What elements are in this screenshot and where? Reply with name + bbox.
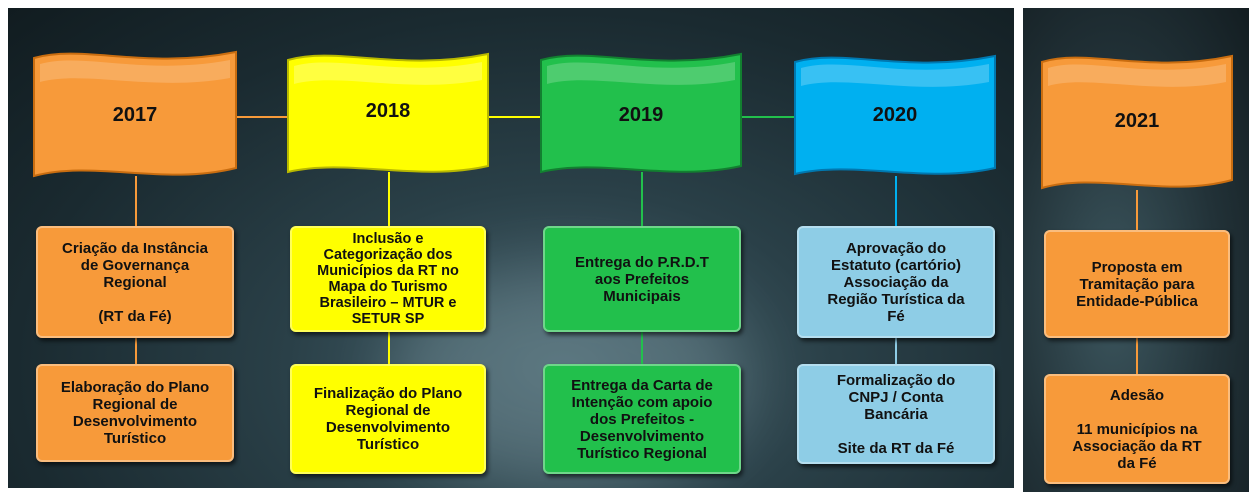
connector-2018-2019: [486, 116, 542, 118]
milestone-box-2019-top: Entrega do P.R.D.T aos Prefeitos Municip…: [543, 226, 741, 332]
milestone-text: Aprovação do Estatuto (cartório) Associa…: [827, 239, 965, 325]
year-label: 2021: [1114, 110, 1160, 132]
milestone-text: Adesão 11 municípios na Associação da RT…: [1072, 386, 1202, 472]
milestone-box-2020-bottom: Formalização do CNPJ / Conta Bancária Si…: [797, 364, 995, 464]
flag-shape: [287, 52, 489, 174]
year-flag-2021: 2021: [1041, 52, 1233, 194]
milestone-text: Inclusão e Categorização dos Municípios …: [317, 231, 459, 327]
milestone-box-2021-top: Proposta em Tramitação para Entidade-Púb…: [1044, 230, 1230, 338]
milestone-text: Formalização do CNPJ / Conta Bancária Si…: [836, 371, 956, 457]
milestone-text: Entrega da Carta de Intenção com apoio d…: [571, 376, 713, 462]
milestone-box-2020-top: Aprovação do Estatuto (cartório) Associa…: [797, 226, 995, 338]
flag-shape: [794, 54, 996, 176]
milestone-text: Elaboração do Plano Regional de Desenvol…: [60, 379, 210, 447]
year-flag-2019: 2019: [540, 50, 742, 178]
connector-2017-boxes: [135, 336, 137, 366]
year-flag-2017: 2017: [33, 48, 237, 182]
milestone-text: Criação da Instância de Governança Regio…: [62, 239, 208, 325]
year-flag-2018: 2018: [287, 50, 489, 178]
connector-2018-boxes: [388, 330, 390, 366]
year-flag-2020: 2020: [794, 52, 996, 180]
milestone-box-2017-bottom: Elaboração do Plano Regional de Desenvol…: [36, 364, 234, 462]
connector-2018-flag-box: [388, 172, 390, 228]
connector-2020-flag-box: [895, 176, 897, 228]
milestone-box-2019-bottom: Entrega da Carta de Intenção com apoio d…: [543, 364, 741, 474]
milestone-box-2018-bottom: Finalização do Plano Regional de Desenvo…: [290, 364, 486, 474]
connector-2020-boxes: [895, 336, 897, 366]
connector-2019-flag-box: [641, 172, 643, 228]
milestone-box-2021-bottom: Adesão 11 municípios na Associação da RT…: [1044, 374, 1230, 484]
flag-shape: [33, 50, 237, 178]
flag-shape: [1041, 54, 1233, 190]
connector-2017-2018: [232, 116, 290, 118]
connector-2017-flag-box: [135, 176, 137, 228]
milestone-text: Finalização do Plano Regional de Desenvo…: [313, 385, 463, 453]
year-label: 2020: [872, 104, 918, 126]
flag-shape: [540, 52, 742, 174]
year-label: 2017: [112, 104, 158, 126]
milestone-box-2018-top: Inclusão e Categorização dos Municípios …: [290, 226, 486, 332]
connector-2019-boxes: [641, 330, 643, 366]
milestone-box-2017-top: Criação da Instância de Governança Regio…: [36, 226, 234, 338]
milestone-text: Proposta em Tramitação para Entidade-Púb…: [1076, 258, 1198, 310]
milestone-text: Entrega do P.R.D.T aos Prefeitos Municip…: [575, 253, 709, 305]
connector-2019-2020: [740, 116, 796, 118]
connector-2021-flag-box: [1136, 190, 1138, 230]
connector-2021-boxes: [1136, 338, 1138, 376]
year-label: 2018: [365, 100, 411, 122]
year-label: 2019: [618, 104, 664, 126]
